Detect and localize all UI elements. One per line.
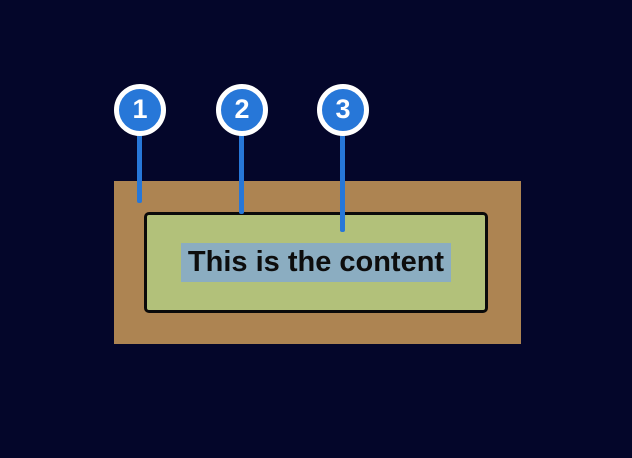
- callout-number-2: 2: [234, 93, 250, 124]
- callout-number-1: 1: [132, 93, 148, 124]
- callout-badge-1: 1: [114, 84, 166, 136]
- callout-number-3: 3: [335, 93, 351, 124]
- callout-badge-2: 2: [216, 84, 268, 136]
- content-text: This is the content: [180, 243, 452, 282]
- callout-line-1: [137, 110, 142, 203]
- callout-line-3: [340, 110, 345, 232]
- padding-box: This is the content: [144, 212, 488, 313]
- callout-badge-3: 3: [317, 84, 369, 136]
- callout-line-2: [239, 110, 244, 214]
